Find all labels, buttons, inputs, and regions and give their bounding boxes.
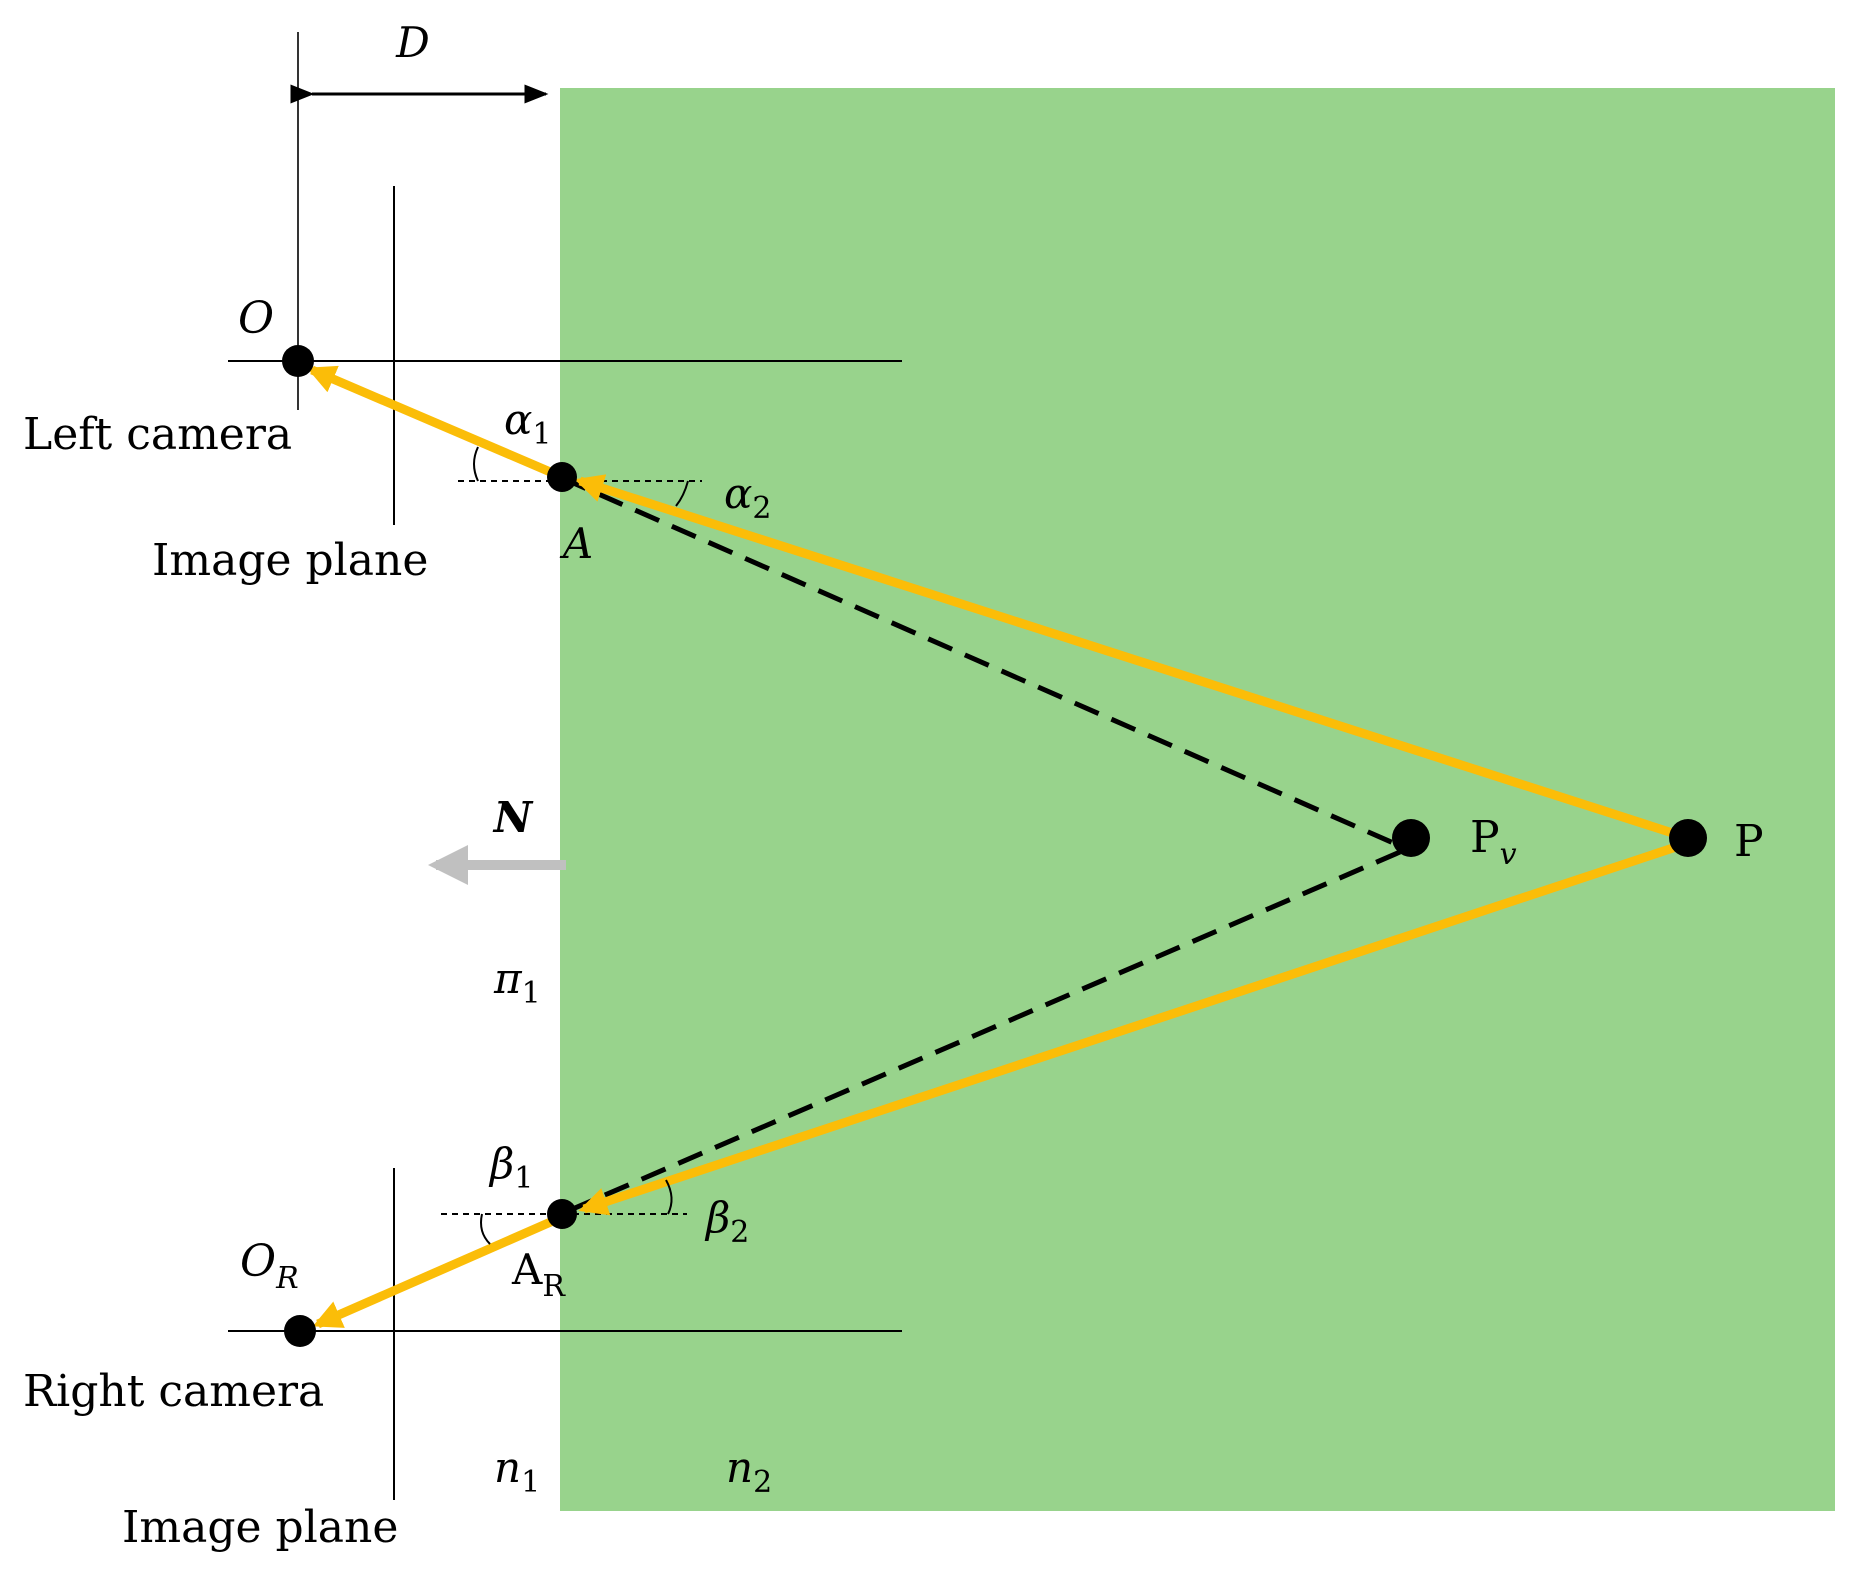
label-pi1: π1	[493, 954, 541, 1011]
label-beta2-sub: 2	[730, 1215, 749, 1250]
angle-arc-alpha2	[675, 480, 689, 507]
point-pv	[1392, 819, 1430, 857]
label-n1: n1	[494, 1443, 540, 1500]
angle-arc-alpha1	[473, 446, 479, 482]
point-a	[547, 462, 577, 492]
point-o	[282, 345, 314, 377]
label-ar-sub: R	[542, 1269, 566, 1304]
ray-ar-to-or	[312, 1212, 564, 1329]
label-n2-sub: 2	[753, 1465, 772, 1500]
ray-p-to-ar	[578, 838, 1690, 1216]
label-pv: Pv	[1470, 812, 1517, 872]
label-a: A	[559, 519, 593, 568]
label-beta1-main: β	[488, 1139, 514, 1188]
label-n2: n2	[726, 1443, 772, 1500]
label-ar-main: A	[511, 1245, 543, 1294]
label-n1-sub: 1	[521, 1465, 540, 1500]
label-alpha2-main: α	[724, 469, 752, 518]
label-or: OR	[240, 1236, 299, 1296]
label-alpha1-main: α	[504, 395, 532, 444]
label-n-normal: N	[492, 793, 534, 842]
label-pi1-main: π	[493, 954, 523, 1003]
point-ar	[547, 1199, 577, 1229]
label-right-camera: Right camera	[23, 1366, 324, 1417]
label-ar: AR	[511, 1245, 566, 1304]
label-alpha1-sub: 1	[532, 417, 551, 452]
label-pv-main: P	[1470, 812, 1500, 863]
angle-arc-beta2	[665, 1179, 673, 1215]
label-p: P	[1734, 816, 1764, 867]
label-alpha2: α2	[724, 469, 771, 526]
label-n2-main: n	[726, 1443, 753, 1492]
point-p	[1669, 819, 1707, 857]
virtual-ray-lower	[567, 849, 1401, 1214]
label-o: O	[238, 293, 274, 344]
label-beta1: β1	[488, 1139, 533, 1196]
label-or-main: O	[240, 1236, 276, 1287]
medium-region	[560, 88, 1835, 1511]
label-alpha1: α1	[504, 395, 551, 452]
ray-p-to-a	[574, 474, 1690, 843]
label-alpha2-sub: 2	[752, 491, 771, 526]
distance-d-label: D	[395, 18, 430, 67]
angle-arc-beta1	[480, 1213, 491, 1245]
label-image-plane-bottom: Image plane	[122, 1502, 398, 1553]
label-pi1-sub: 1	[522, 976, 541, 1011]
point-or	[284, 1315, 316, 1347]
label-image-plane-top: Image plane	[152, 535, 428, 586]
label-beta2: β2	[704, 1193, 749, 1250]
label-left-camera: Left camera	[23, 409, 292, 460]
label-or-sub: R	[275, 1261, 299, 1296]
label-beta1-sub: 1	[514, 1161, 533, 1196]
label-beta2-main: β	[704, 1193, 730, 1242]
virtual-ray-upper	[560, 475, 1400, 848]
ray-a-to-o	[306, 365, 564, 482]
label-n1-main: n	[494, 1443, 521, 1492]
label-pv-sub: v	[1500, 837, 1517, 872]
